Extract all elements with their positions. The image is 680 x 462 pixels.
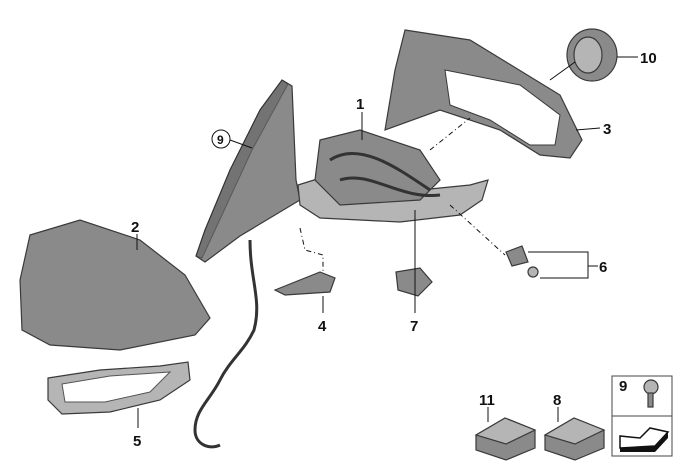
callout-5: 5 <box>133 433 141 450</box>
screw-box[interactable] <box>611 375 673 457</box>
callout-1: 1 <box>356 96 364 113</box>
mirror-glass[interactable] <box>195 79 301 263</box>
assembly-line <box>429 117 471 151</box>
callout-11: 11 <box>479 392 495 409</box>
callout-8: 8 <box>553 392 561 409</box>
callout-6: 6 <box>599 259 607 276</box>
callout-2: 2 <box>131 219 139 236</box>
mirror-cover-cap[interactable] <box>19 219 211 351</box>
screw-icon <box>643 379 659 408</box>
turn-signal-light[interactable] <box>47 361 191 415</box>
callout-9-circle <box>211 129 231 149</box>
assembly-line <box>449 204 506 256</box>
callout-3: 3 <box>603 121 611 138</box>
assembly-line <box>299 227 324 272</box>
lower-bracket[interactable] <box>395 267 433 297</box>
callout-4: 4 <box>318 318 327 335</box>
leader-lines <box>136 56 638 428</box>
callout-7: 7 <box>410 318 418 335</box>
small-parts-box-11[interactable] <box>474 417 537 461</box>
small-parts-box-8[interactable] <box>543 417 606 461</box>
mirror-base[interactable] <box>297 129 489 223</box>
callout-9: 9 <box>217 133 224 147</box>
mirror-actuator[interactable] <box>549 28 618 82</box>
arrow-icon <box>619 427 670 452</box>
bracket[interactable] <box>273 271 336 296</box>
clips[interactable] <box>505 245 539 278</box>
mirror-frame[interactable] <box>384 29 583 159</box>
callout-10: 10 <box>640 50 657 67</box>
callout-9-box: 9 <box>619 378 627 395</box>
wiring-harness <box>193 239 259 449</box>
